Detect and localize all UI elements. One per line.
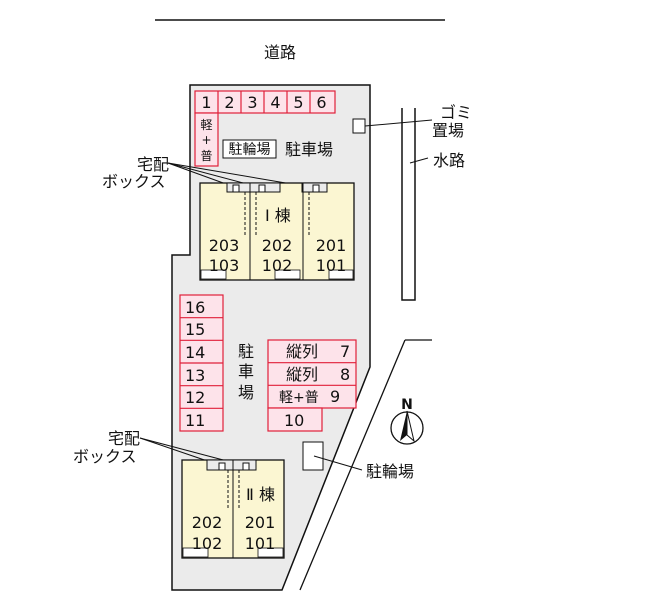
garbage-label-1: ゴミ (440, 103, 472, 122)
delivery-box-2a (218, 462, 226, 471)
left-space-16: 16 (185, 298, 205, 317)
right-space-10: 10 (284, 411, 304, 430)
north-label: N (401, 397, 413, 413)
right-parking-column: 縦列 7 縦列 8 軽+普 9 10 (267, 339, 357, 432)
north-arrow-icon: N (390, 397, 424, 445)
unit-b1-202: 202 (262, 236, 293, 255)
left-parking-column: 16 15 14 13 12 11 (179, 294, 224, 432)
building-2-name: Ⅱ 棟 (246, 485, 275, 504)
waterway (401, 108, 416, 301)
right-space-9-prefix: 軽+普 (279, 390, 319, 406)
top-space-1-sub-1: 軽 (200, 118, 212, 132)
building-1-name: Ⅰ 棟 (265, 206, 291, 225)
top-space-5: 5 (293, 93, 303, 112)
delivery-box-label-1a: 宅配 (137, 155, 169, 174)
parking-middle-label-1: 駐 (238, 342, 254, 361)
building-1: Ⅰ 棟 203 103 202 102 201 101 (199, 182, 355, 281)
parking-top-label: 駐車場 (285, 140, 333, 159)
delivery-box-2b (242, 462, 250, 471)
unit-b1-102: 102 (262, 256, 293, 275)
parking-middle-label-3: 場 (238, 383, 254, 402)
top-space-1-sub-3: 普 (200, 149, 212, 163)
right-space-8-prefix: 縦列 (286, 365, 318, 384)
bike-parking-small (222, 139, 277, 159)
bike-parking-label: 駐輪場 (366, 462, 414, 481)
right-space-7: 7 (340, 342, 350, 361)
delivery-box-1c (312, 184, 320, 193)
bike-parking-small-label: 駐輪場 (229, 141, 271, 158)
unit-b1-101: 101 (316, 256, 347, 275)
left-space-13: 13 (185, 366, 205, 385)
garbage-label-2: 置場 (432, 121, 464, 140)
left-space-11: 11 (185, 411, 205, 430)
unit-b2-101: 101 (245, 534, 276, 553)
road-label: 道路 (264, 43, 296, 62)
top-space-1: 1 (201, 93, 211, 112)
unit-b2-102: 102 (192, 534, 223, 553)
garbage-leader (364, 119, 433, 127)
unit-b1-201: 201 (316, 236, 347, 255)
right-space-7-prefix: 縦列 (286, 342, 318, 361)
right-space-9: 9 (330, 387, 340, 406)
building-2: Ⅱ 棟 202 102 201 101 (181, 459, 285, 559)
waterway-label: 水路 (433, 151, 465, 170)
delivery-box-label-1b: ボックス (102, 172, 166, 191)
delivery-box-1a (232, 184, 240, 193)
waterway-leader (409, 157, 429, 164)
left-space-14: 14 (185, 343, 205, 362)
top-space-1-sub-2: + (201, 133, 211, 147)
bike-parking-box (302, 441, 324, 471)
unit-b1-103: 103 (209, 256, 240, 275)
delivery-box-label-2a: 宅配 (108, 429, 140, 448)
left-space-12: 12 (185, 388, 205, 407)
unit-b2-201: 201 (245, 513, 276, 532)
left-space-15: 15 (185, 320, 205, 339)
delivery-box-1b (258, 184, 266, 193)
top-space-4: 4 (270, 93, 280, 112)
parking-middle-label-2: 車 (238, 362, 254, 381)
top-space-6: 6 (316, 93, 326, 112)
bike-parking-leader (313, 455, 363, 471)
top-parking-row: 1 2 3 4 5 6 軽 + 普 (194, 90, 336, 167)
road-edge-diagonal (299, 339, 406, 591)
top-space-3: 3 (247, 93, 257, 112)
garbage-box (352, 118, 366, 134)
unit-b1-203: 203 (209, 236, 240, 255)
delivery-box-label-2b: ボックス (73, 447, 137, 466)
unit-b2-202: 202 (192, 513, 223, 532)
right-space-8: 8 (340, 365, 350, 384)
top-space-2: 2 (224, 93, 234, 112)
